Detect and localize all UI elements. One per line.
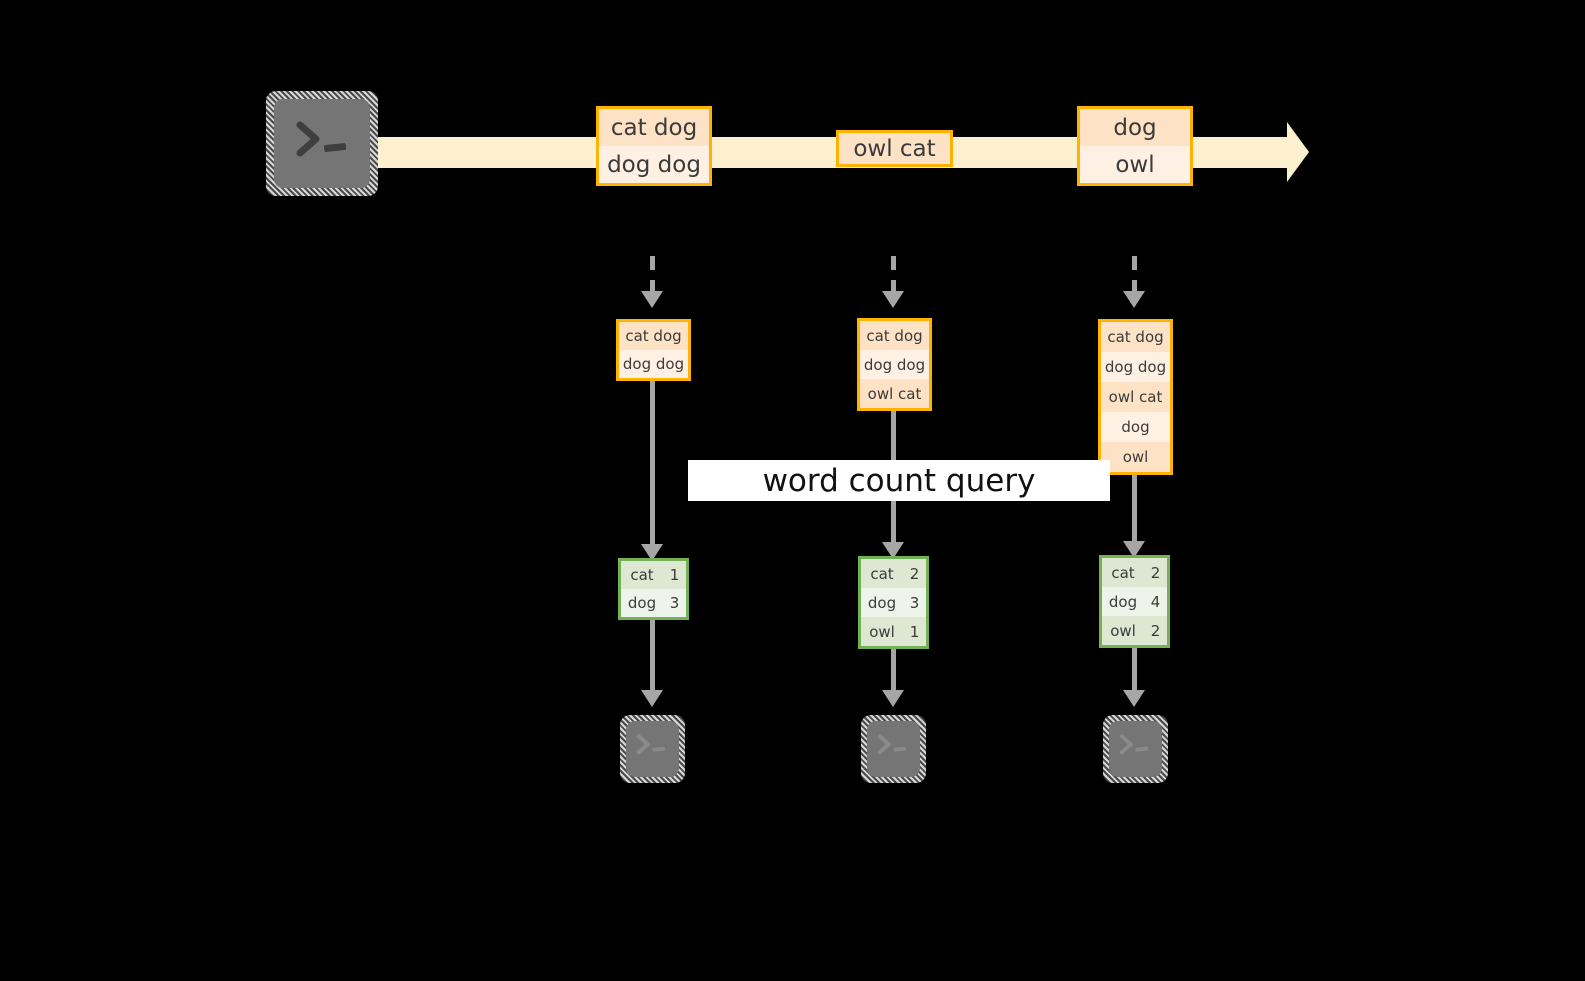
stream-table-2-row-1: cat dog	[860, 321, 929, 350]
result-table-3-count-3: 2	[1144, 616, 1167, 645]
snapshot-2-tap-line	[891, 256, 896, 294]
stream-table-1-row-2: dog dog	[619, 350, 688, 378]
terminal-prompt-icon	[877, 734, 907, 755]
snapshot-2-sink-arrowhead	[882, 690, 904, 707]
stream-table-3-row-1: cat dog	[1101, 322, 1170, 352]
snapshot-1-query-line	[650, 381, 655, 547]
result-table-2-row-1: cat 2	[861, 559, 926, 588]
stream-table-2[interactable]: cat dog dog dog owl cat	[857, 318, 932, 411]
snapshot-1-tap-line	[650, 256, 655, 294]
snapshot-2-sink-line	[891, 649, 896, 694]
result-table-1-word-2: dog	[621, 589, 663, 617]
terminal-face	[274, 99, 370, 188]
snapshot-2-tap-arrowhead	[882, 291, 904, 308]
query-label: word count query	[688, 460, 1110, 501]
stream-table-3[interactable]: cat dog dog dog owl cat dog owl	[1098, 319, 1173, 475]
stream-table-2-row-3: owl cat	[860, 379, 929, 408]
stream-event-2[interactable]: owl cat	[836, 130, 953, 167]
stream-table-3-row-5: owl	[1101, 442, 1170, 472]
snapshot-3-tap-arrowhead	[1123, 291, 1145, 308]
result-table-2-row-3: owl 1	[861, 617, 926, 646]
result-table-1[interactable]: cat 1 dog 3	[618, 558, 689, 620]
result-table-1-count-1: 1	[663, 561, 686, 589]
result-table-2-word-3: owl	[861, 617, 903, 646]
result-table-3-row-1: cat 2	[1102, 558, 1167, 587]
snapshot-3-query-line	[1132, 475, 1137, 545]
result-table-3-count-2: 4	[1144, 587, 1167, 616]
stream-event-3[interactable]: dog owl	[1077, 106, 1193, 186]
result-table-1-word-1: cat	[621, 561, 663, 589]
snapshot-3-query-arrowhead	[1123, 541, 1145, 558]
stream-event-1-line-2: dog dog	[599, 146, 709, 183]
result-table-3-row-3: owl 2	[1102, 616, 1167, 645]
stream-event-3-line-2: owl	[1080, 146, 1190, 183]
terminal-prompt-icon	[296, 121, 347, 157]
result-table-3[interactable]: cat 2 dog 4 owl 2	[1099, 555, 1170, 648]
result-table-2-word-2: dog	[861, 588, 903, 617]
snapshot-1-query-arrowhead	[641, 544, 663, 561]
result-table-3-word-3: owl	[1102, 616, 1144, 645]
result-table-2-row-2: dog 3	[861, 588, 926, 617]
stream-table-3-row-4: dog	[1101, 412, 1170, 442]
result-table-2-count-2: 3	[903, 588, 926, 617]
sink-terminal-1[interactable]	[620, 715, 685, 783]
result-table-1-row-1: cat 1	[621, 561, 686, 589]
stream-table-3-row-2: dog dog	[1101, 352, 1170, 382]
snapshot-1-tap-arrowhead	[641, 291, 663, 308]
stream-arrow-head	[1287, 122, 1309, 182]
snapshot-3-sink-line	[1132, 648, 1137, 694]
snapshot-3-sink-arrowhead	[1123, 690, 1145, 707]
result-table-1-row-2: dog 3	[621, 589, 686, 617]
snapshot-3-tap-line	[1132, 256, 1137, 294]
result-table-3-count-1: 2	[1144, 558, 1167, 587]
result-table-2-count-3: 1	[903, 617, 926, 646]
result-table-3-word-2: dog	[1102, 587, 1144, 616]
result-table-1-count-2: 3	[663, 589, 686, 617]
sink-terminal-3[interactable]	[1103, 715, 1168, 783]
snapshot-1-sink-arrowhead	[641, 690, 663, 707]
terminal-prompt-icon	[1119, 734, 1149, 755]
stream-table-2-row-2: dog dog	[860, 350, 929, 379]
stream-table-3-row-3: owl cat	[1101, 382, 1170, 412]
terminal-prompt-icon	[636, 734, 666, 755]
snapshot-1-sink-line	[650, 620, 655, 694]
result-table-2[interactable]: cat 2 dog 3 owl 1	[858, 556, 929, 649]
snapshot-2-query-arrowhead	[882, 542, 904, 559]
sink-terminal-2[interactable]	[861, 715, 926, 783]
source-terminal[interactable]	[266, 91, 378, 196]
stream-event-1-line-1: cat dog	[599, 109, 709, 146]
stream-table-1[interactable]: cat dog dog dog	[616, 319, 691, 381]
stream-event-3-line-1: dog	[1080, 109, 1190, 146]
result-table-3-row-2: dog 4	[1102, 587, 1167, 616]
stream-event-1[interactable]: cat dog dog dog	[596, 106, 712, 186]
result-table-3-word-1: cat	[1102, 558, 1144, 587]
stream-table-1-row-1: cat dog	[619, 322, 688, 350]
stream-event-2-line-1: owl cat	[839, 133, 950, 164]
result-table-2-count-1: 2	[903, 559, 926, 588]
result-table-2-word-1: cat	[861, 559, 903, 588]
